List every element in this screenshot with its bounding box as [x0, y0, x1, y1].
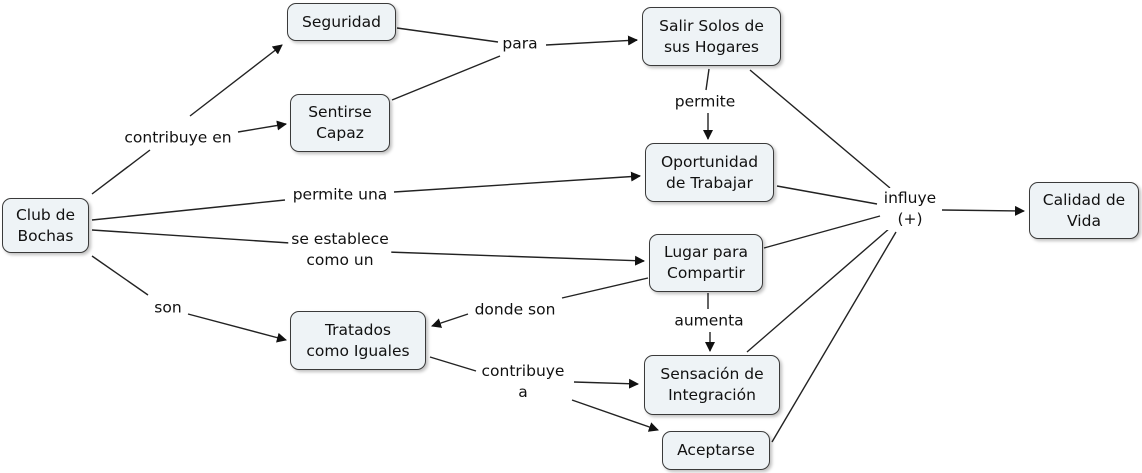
- line-salir-permite: [705, 68, 710, 91]
- label-permite-una: permite una: [289, 184, 391, 206]
- label-son: son: [151, 297, 185, 319]
- arrow-donde-son-to-tratados: [431, 313, 469, 328]
- line-club-se-establece: [91, 229, 291, 244]
- line-club-contribuye: [91, 149, 151, 195]
- arrow-to-calidad: [941, 205, 1025, 216]
- line-tratados-contribuye-a: [429, 356, 477, 372]
- label-para: para: [499, 33, 541, 55]
- label-donde-son: donde son: [471, 299, 559, 321]
- arrow-to-oportunidad-2: [393, 171, 641, 193]
- node-tratados-iguales[interactable]: Tratados como Iguales: [290, 311, 426, 370]
- line-club-son: [91, 255, 149, 296]
- label-aumenta: aumenta: [671, 310, 747, 332]
- line-aceptarse-influye: [771, 231, 897, 443]
- line-sentirse-para: [391, 55, 501, 101]
- label-contribuye-a: contribuye a: [478, 361, 568, 403]
- label-se-establece: se establece como un: [288, 229, 392, 271]
- arrow-to-seguridad: [189, 44, 283, 117]
- node-salir-solos[interactable]: Salir Solos de sus Hogares: [642, 7, 781, 66]
- line-club-permite-una: [91, 199, 286, 221]
- line-sensacion-influye: [746, 227, 891, 353]
- node-sensacion-integracion[interactable]: Sensación de Integración: [644, 355, 780, 415]
- node-club-de-bochas[interactable]: Club de Bochas: [2, 198, 89, 253]
- line-oportunidad-influye: [776, 185, 878, 205]
- node-lugar-compartir[interactable]: Lugar para Compartir: [649, 234, 763, 292]
- label-permite: permite: [671, 91, 739, 113]
- arrow-contribuye-to-sensacion: [573, 378, 639, 389]
- label-contribuye-en: contribuye en: [121, 127, 235, 149]
- line-seguridad-para: [396, 27, 499, 43]
- arrow-to-lugar: [386, 251, 645, 266]
- arrow-to-salir: [545, 35, 638, 46]
- node-sentirse-capaz[interactable]: Sentirse Capaz: [290, 94, 390, 152]
- line-lugar-donde-son: [561, 277, 649, 299]
- node-seguridad[interactable]: Seguridad: [287, 3, 396, 41]
- label-influye: influye (+): [880, 188, 940, 230]
- arrow-to-sentirse: [237, 120, 287, 133]
- arrow-to-tratados: [187, 313, 287, 343]
- arrow-contribuye-to-aceptarse: [571, 399, 659, 432]
- node-aceptarse[interactable]: Aceptarse: [662, 431, 770, 470]
- node-calidad-de-vida[interactable]: Calidad de Vida: [1029, 182, 1139, 239]
- line-lugar-influye: [763, 215, 881, 249]
- node-oportunidad-trabajar[interactable]: Oportunidad de Trabajar: [645, 143, 774, 202]
- line-salir-influye: [749, 69, 891, 189]
